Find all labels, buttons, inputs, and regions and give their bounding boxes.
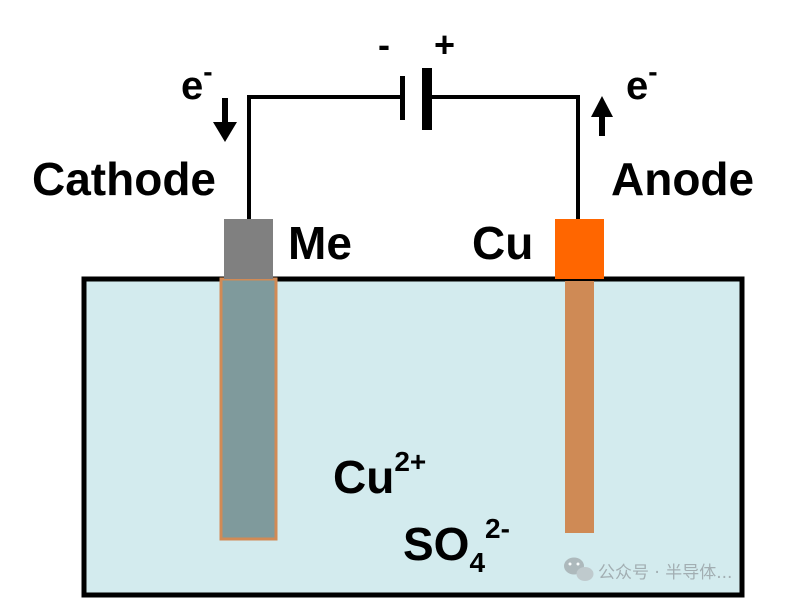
- arrow-down-icon: [213, 122, 237, 142]
- wechat-icon: [564, 557, 594, 581]
- electrolyte-tank: [81, 276, 745, 598]
- cathode-label: Cathode: [32, 153, 216, 205]
- circuit-wire-left: [247, 95, 402, 219]
- watermark-text: 公众号 · 半导体...: [598, 563, 732, 583]
- sulfate-ion-label: SO42-: [403, 513, 510, 578]
- watermark: 公众号 · 半导体...: [564, 557, 732, 583]
- cathode-rod: [219, 277, 278, 541]
- circuit-wire-right: [429, 95, 580, 219]
- battery-negative-plate: [400, 76, 405, 120]
- anode-rod: [565, 281, 594, 533]
- battery-minus-sign: -: [378, 24, 390, 65]
- anode-label: Anode: [611, 153, 754, 205]
- arrow-up-icon: [591, 96, 613, 117]
- cathode-metal-label: Me: [288, 217, 352, 269]
- anode-metal-label: Cu: [472, 217, 533, 269]
- battery-plus-sign: +: [434, 24, 455, 65]
- anode-top-block: [555, 219, 604, 279]
- battery-positive-plate: [422, 68, 432, 130]
- electron-label-left: e-: [181, 56, 213, 108]
- copper-ion-label: Cu2+: [333, 446, 426, 503]
- electron-label-right: e-: [626, 56, 658, 108]
- cathode-top-block: [224, 219, 273, 279]
